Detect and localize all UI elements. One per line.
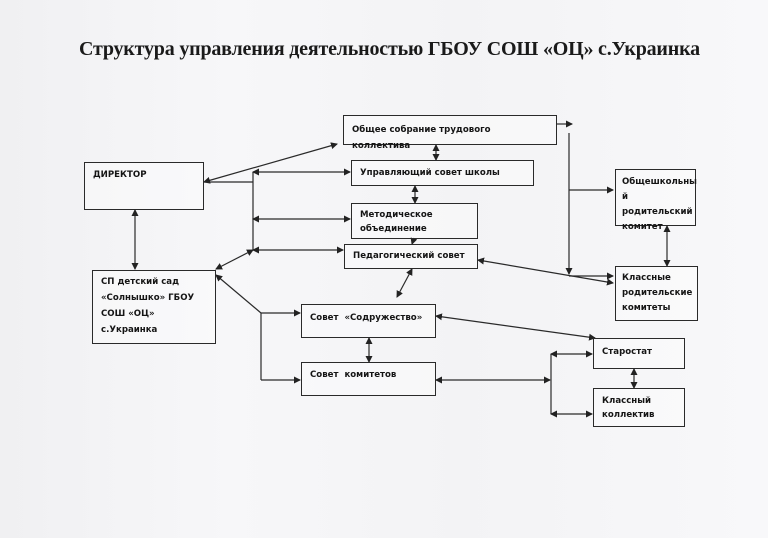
- edge-kindergarten-diag: [215, 274, 262, 314]
- node-class-parent-label-1: Классные: [622, 273, 671, 283]
- edge-bus-kindergarten: [215, 249, 254, 270]
- node-kindergarten-label-2: «Солнышко» ГБОУ: [101, 293, 195, 303]
- node-class-label-2: коллектив: [602, 410, 655, 420]
- node-starostat: Старостат: [593, 338, 685, 369]
- edge-pedagogical-class-parent: [477, 257, 614, 286]
- node-sodruzhestvo-label: Совет «Содружество»: [310, 313, 423, 323]
- node-pedagogical-council: Педагогический совет: [344, 244, 478, 269]
- node-school-parent-label-2: й родительский: [622, 192, 693, 217]
- edge-pedagogical-sodruzhestvo: [396, 268, 413, 298]
- node-kindergarten-label-1: СП детский сад: [101, 277, 180, 287]
- node-school-parent-label-1: Общешкольны: [622, 177, 697, 187]
- node-starostat-label: Старостат: [602, 347, 652, 357]
- node-committees-council: Совет комитетов: [301, 362, 436, 396]
- node-school-parent-committee: Общешкольны й родительский комитет: [615, 169, 697, 232]
- node-school-parent-label-3: комитет: [622, 222, 663, 232]
- node-kindergarten: СП детский сад «Солнышко» ГБОУ СОШ «ОЦ» …: [92, 270, 216, 344]
- node-methodical-label-1: Методическое: [360, 210, 433, 220]
- node-class-label-1: Классный: [602, 396, 652, 406]
- node-class-collective: Классный коллектив: [593, 388, 685, 427]
- node-class-parent-label-3: комитеты: [622, 303, 671, 313]
- node-sodruzhestvo-council: Совет «Содружество»: [301, 304, 436, 338]
- node-governing-council-label: Управляющий совет школы: [360, 168, 500, 178]
- node-governing-council: Управляющий совет школы: [351, 160, 534, 186]
- node-class-parent-label-2: родительские: [622, 288, 693, 298]
- node-director: ДИРЕКТОР: [84, 162, 204, 210]
- node-methodical-association: Методическое объединение: [351, 203, 478, 239]
- diagram-title: Структура управления деятельностью ГБОУ …: [79, 38, 700, 60]
- node-methodical-label-2: объединение: [360, 224, 427, 234]
- edge-director-general-meeting: [203, 142, 338, 184]
- node-kindergarten-label-4: с.Украинка: [101, 325, 158, 335]
- node-general-meeting: Общее собрание трудового коллектива: [343, 115, 557, 151]
- edge-methodical-pedagogical: [410, 237, 418, 245]
- node-kindergarten-label-3: СОШ «ОЦ»: [101, 309, 155, 319]
- node-general-meeting-label: Общее собрание трудового коллектива: [352, 125, 491, 151]
- node-pedagogical-council-label: Педагогический совет: [353, 251, 465, 261]
- node-committees-label: Совет комитетов: [310, 370, 397, 380]
- edge-sodruzhestvo-starostat: [435, 313, 596, 341]
- node-director-label: ДИРЕКТОР: [93, 170, 147, 180]
- node-class-parent-committees: Классные родительские комитеты: [615, 266, 698, 321]
